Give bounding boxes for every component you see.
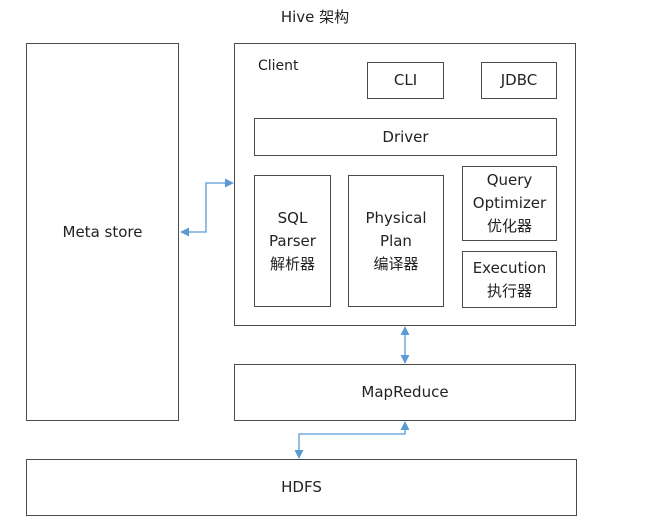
driver-label: Driver bbox=[382, 127, 429, 146]
mapreduce-box: MapReduce bbox=[234, 364, 576, 421]
sql-parser-box: SQL Parser 解析器 bbox=[254, 175, 331, 307]
sql-parser-line: Parser bbox=[269, 231, 316, 250]
driver-box: Driver bbox=[254, 118, 557, 156]
cli-box: CLI bbox=[367, 62, 444, 99]
client-label: Client bbox=[258, 58, 299, 74]
execution-box: Execution 执行器 bbox=[462, 251, 557, 308]
query-optimizer-line: Query bbox=[486, 171, 533, 189]
mapreduce-hdfs-arrow bbox=[294, 421, 410, 459]
physical-plan-line: 编译器 bbox=[373, 254, 419, 273]
sql-parser-line: 解析器 bbox=[269, 254, 315, 273]
metastore-box: Meta store bbox=[26, 43, 179, 421]
physical-plan-box: Physical Plan 编译器 bbox=[348, 175, 444, 307]
cli-label: CLI bbox=[393, 71, 418, 89]
hdfs-label: HDFS bbox=[281, 478, 322, 496]
sql-parser-line: SQL bbox=[277, 208, 308, 227]
query-optimizer-line: Optimizer bbox=[472, 194, 547, 212]
physical-plan-line: Physical bbox=[365, 208, 427, 227]
query-optimizer-box: Query Optimizer 优化器 bbox=[462, 166, 557, 241]
diagram-title: Hive 架构 bbox=[280, 8, 350, 26]
hdfs-box: HDFS bbox=[26, 459, 577, 516]
metastore-label: Meta store bbox=[62, 222, 143, 241]
jdbc-label: JDBC bbox=[500, 71, 538, 89]
physical-plan-line: Plan bbox=[380, 231, 412, 250]
query-optimizer-line: 优化器 bbox=[486, 217, 532, 235]
execution-line: 执行器 bbox=[486, 281, 532, 300]
execution-line: Execution bbox=[472, 258, 547, 277]
mapreduce-label: MapReduce bbox=[361, 383, 449, 401]
jdbc-box: JDBC bbox=[481, 62, 557, 99]
client-metastore-arrow bbox=[180, 178, 234, 237]
